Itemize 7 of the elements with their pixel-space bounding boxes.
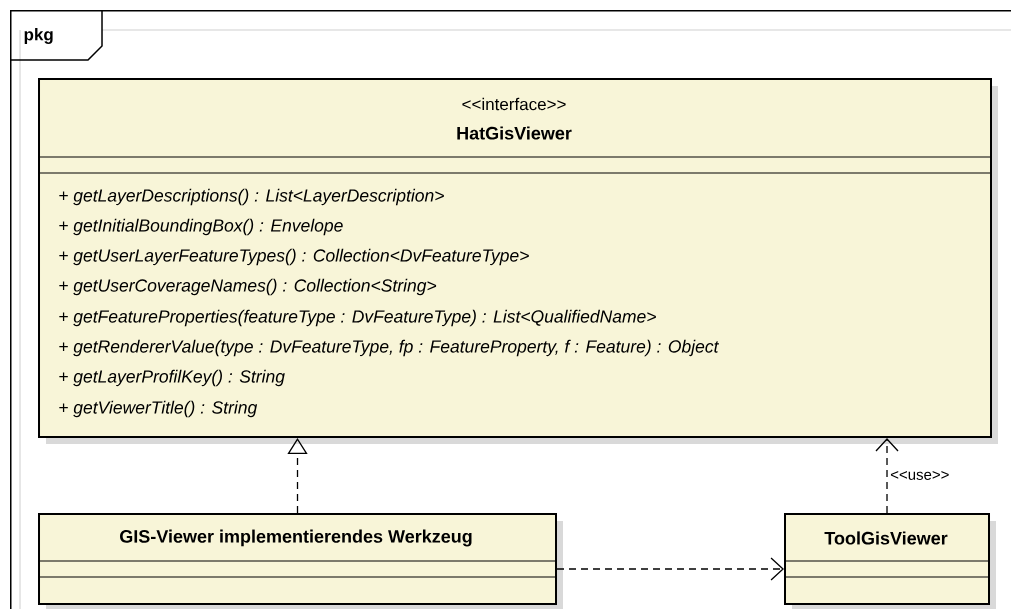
class-box: ToolGisViewer <box>783 513 996 609</box>
edge-label: <<use>> <box>890 471 949 480</box>
arrow <box>556 557 784 581</box>
class-box: GIS-Viewer implementierendes Werkzeug <box>37 513 563 609</box>
interface-box: <<interface>> HatGisViewer + getLayerDescriptions() : List<LayerDescription> + getInitialBoundingBox() : Envelope + getUserLayerFeatureTypes() : Collection<DvFeatureType> + getUserCoverageNames() : Collection<String> + getFeatureProperties(featureType : DvFeatureType) : List<QualifiedName> + getRendererValue(type : DvFeatureType, fp : FeatureProperty, f : Feature) : Object + getLayerProfilKey() : String + getViewerTitle() : String <box>37 78 998 444</box>
arrow <box>875 438 899 514</box>
arrow <box>287 438 308 514</box>
